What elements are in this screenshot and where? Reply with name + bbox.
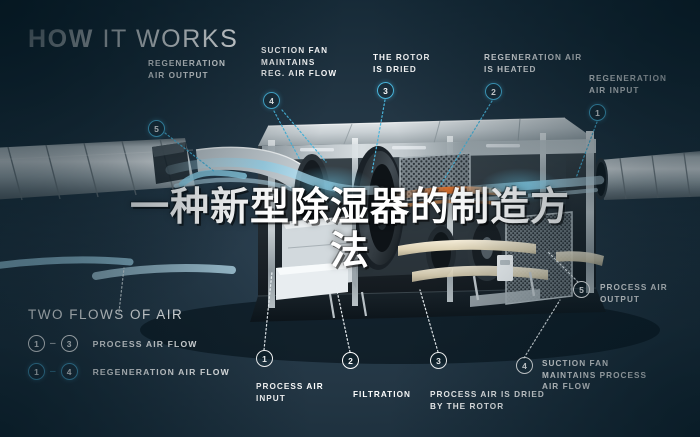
callout-label-regeneration-air-input: REGENERATION AIR INPUT <box>589 74 667 95</box>
callout-label-suction-fan-process: SUCTION FAN MAINTAINS PROCESS AIR FLOW <box>542 359 648 392</box>
marker-1-process-air-input[interactable]: 1 <box>256 350 273 367</box>
callout-label-process-air-dried: PROCESS AIR IS DRIED BY THE ROTOR <box>430 390 545 411</box>
marker-3-rotor-is-dried[interactable]: 3 <box>377 82 394 99</box>
legend-dash-regen: – <box>50 366 56 377</box>
page-title: HOW IT WORKS <box>28 25 238 54</box>
legend-label-regeneration-air-flow: REGENERATION AIR FLOW <box>92 366 230 377</box>
callout-label-filtration: FILTRATION <box>353 390 411 399</box>
marker-2-regeneration-air-heated[interactable]: 2 <box>485 83 502 100</box>
callout-label-regeneration-air-heated: REGENERATION AIR IS HEATED <box>484 53 583 74</box>
marker-5-process-air-output[interactable]: 5 <box>573 281 590 298</box>
legend-label-process-air-flow: PROCESS AIR FLOW <box>92 338 198 349</box>
marker-5-regeneration-air-output[interactable]: 5 <box>148 120 165 137</box>
legend-marker-to-3: 3 <box>60 335 78 352</box>
legend-marker-from-1: 1 <box>28 335 45 352</box>
right-duct <box>594 151 700 200</box>
callout-label-suction-fan-reg: SUCTION FAN MAINTAINS REG. AIR FLOW <box>261 46 338 79</box>
callout-label-regeneration-air-output: REGENERATION AIR OUTPUT <box>148 59 226 80</box>
marker-3-process-air-dried[interactable]: 3 <box>430 352 447 369</box>
legend-title: TWO FLOWS OF AIR <box>28 307 184 322</box>
legend-marker-to-4: 4 <box>60 363 78 380</box>
legend-marker-from-1-regen: 1 <box>28 363 45 380</box>
legend-dash-process: – <box>50 338 56 349</box>
title-bold: HOW <box>28 25 94 53</box>
legend-row-regeneration-air-flow: 1 – 4 REGENERATION AIR FLOW <box>28 363 230 380</box>
marker-4-suction-fan-reg[interactable]: 4 <box>263 92 280 109</box>
lower-left-box <box>276 216 356 300</box>
marker-1-regeneration-air-input[interactable]: 1 <box>589 104 606 121</box>
legend-row-process-air-flow: 1 – 3 PROCESS AIR FLOW <box>28 335 230 352</box>
title-light: IT WORKS <box>102 25 239 53</box>
callout-label-process-air-input: PROCESS AIR INPUT <box>256 382 324 403</box>
marker-2-filtration[interactable]: 2 <box>342 352 359 369</box>
legend: TWO FLOWS OF AIR 1 – 3 PROCESS AIR FLOW … <box>28 307 230 391</box>
cabinet-body <box>195 117 606 322</box>
airflow-ribbons <box>0 157 605 280</box>
callout-label-rotor-is-dried: THE ROTOR IS DRIED <box>373 53 431 74</box>
callout-label-process-air-output: PROCESS AIR OUTPUT <box>600 283 668 304</box>
rotor-wheel <box>352 146 404 270</box>
marker-4-suction-fan-process[interactable]: 4 <box>516 357 533 374</box>
